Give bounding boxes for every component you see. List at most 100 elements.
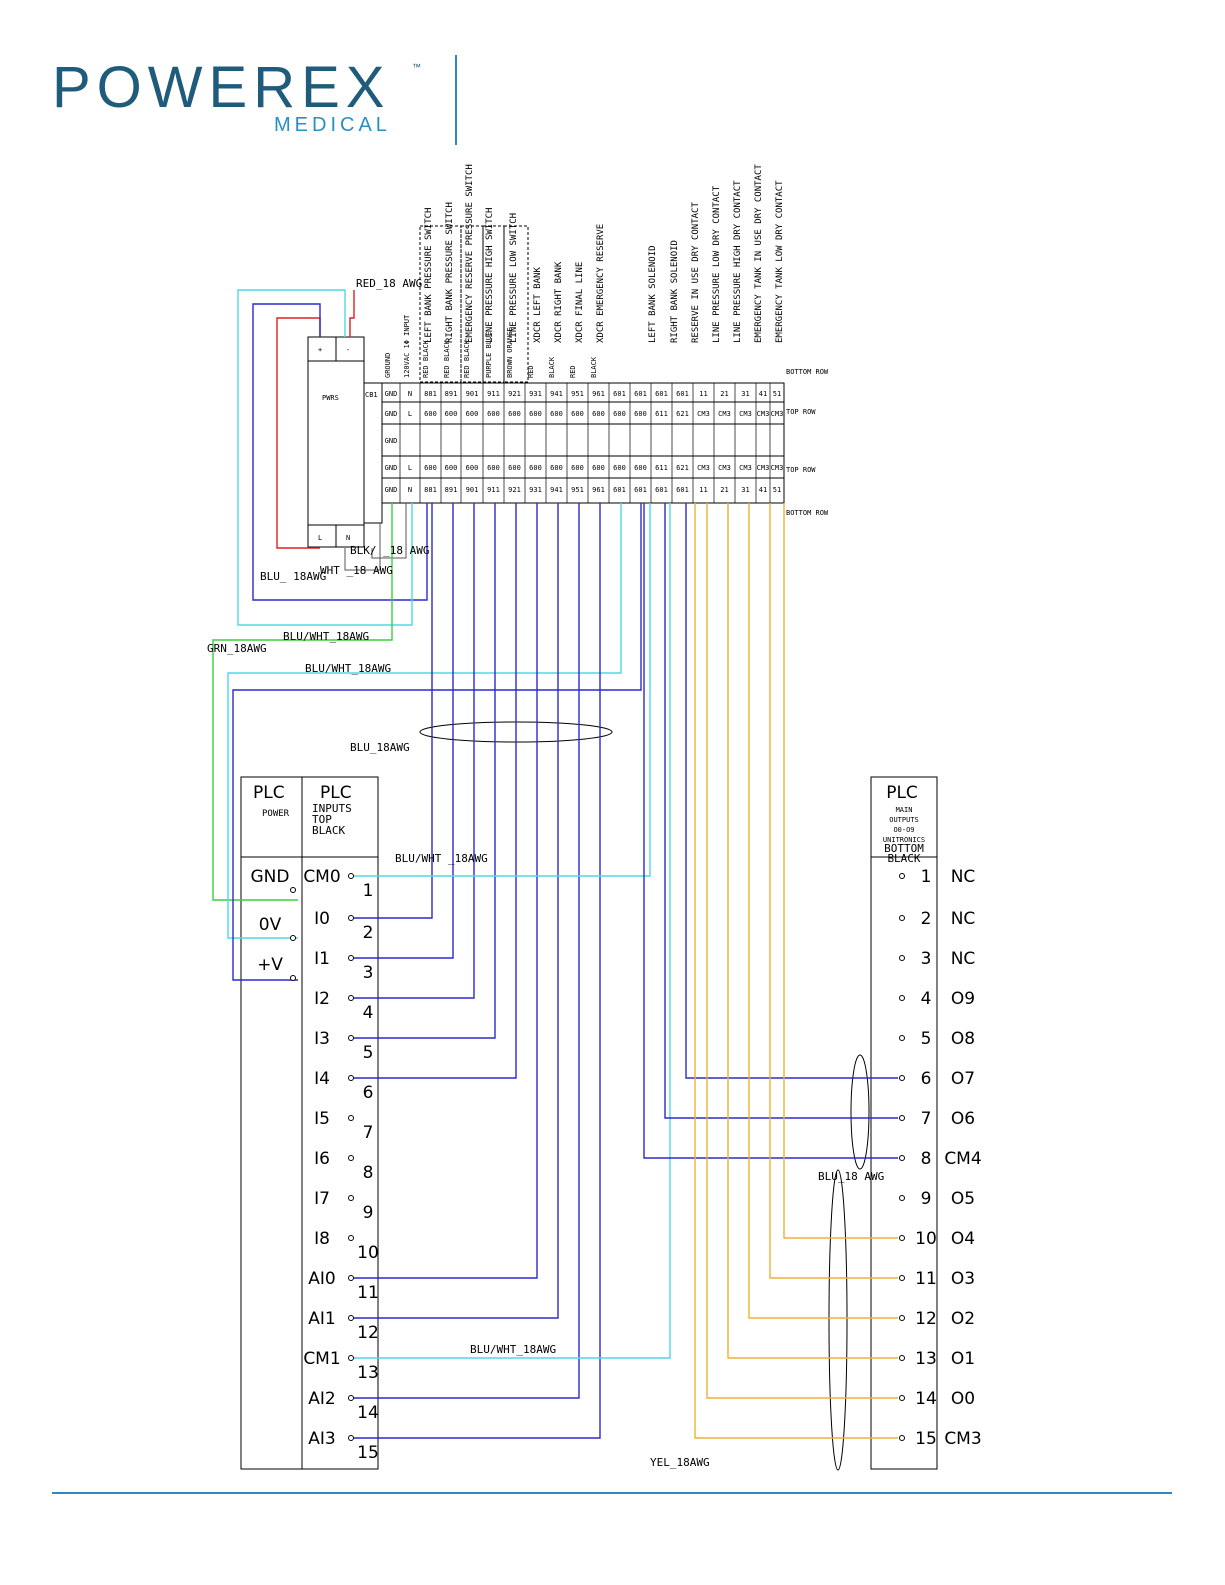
wire-label-blu: BLU_ 18AWG [260,570,326,583]
terminal-vlabel: RED BLACK [463,339,471,378]
terminal-output-label: LEFT BANK SOLENOID [648,245,658,343]
cm1-wire [354,503,671,1359]
terminal-cell: 600 [571,464,584,472]
output-terminal [899,1035,905,1041]
output-terminal [899,1435,905,1441]
terminal-cell: 41 [759,486,767,494]
plc-outputs-sub: O0-O9 [893,826,914,834]
plc-output-name: CM4 [944,1149,981,1169]
terminal-group-label: LEFT BANK PRESSURE SWITCH [424,208,434,343]
plc-output-name: O2 [951,1309,975,1329]
output-terminal [899,995,905,1001]
terminal-cell: 600 [424,464,437,472]
plc-output-num: 12 [915,1309,937,1329]
terminal-cell: CM3 [771,464,784,472]
terminal-output-label: EMERGENCY TANK IN USE DRY CONTACT [754,164,764,343]
terminal-cell: 600 [550,464,563,472]
plc-input-num: 5 [363,1043,374,1063]
terminal-cell: 911 [487,390,500,398]
terminal-cell: 881 [424,486,437,494]
plc-output-num: 11 [915,1269,937,1289]
terminal-cell: 600 [592,464,605,472]
plc-output-name: NC [951,909,976,929]
terminal-cell: 600 [445,464,458,472]
plc-input-num: 1 [363,881,374,901]
terminal-cell: 601 [655,390,668,398]
terminal-cell: CM3 [739,464,752,472]
terminal-cell: 31 [741,390,749,398]
plc-power-title: PLC [253,783,285,803]
output-terminal [899,1075,905,1081]
plc-output-num: 3 [921,949,932,969]
terminal-cell: 600 [529,464,542,472]
output-yellow-wire [748,503,898,1319]
plc-output-name: O8 [951,1029,975,1049]
output-terminal [899,1115,905,1121]
plc-outputs-sub: OUTPUTS [889,816,919,824]
plc-input-pin: CM0 [303,867,340,887]
terminal-cell: 600 [508,410,521,418]
plc-output-num: 7 [921,1109,932,1129]
terminal-cell: CM3 [718,464,731,472]
terminal-cell: 600 [571,410,584,418]
plc-input-num: 9 [363,1203,374,1223]
terminal-cell: 21 [720,486,728,494]
terminal-cell: 881 [424,390,437,398]
input-wire [354,503,496,1039]
terminal-cell: 891 [445,390,458,398]
terminal-block [381,382,785,504]
terminal-cell: 601 [676,390,689,398]
plc-input-num: 6 [363,1083,374,1103]
plc-inputs-sub: TOP [312,813,332,826]
input-wire [354,503,559,1319]
terminal-cell: 600 [550,410,563,418]
terminal-cell: 941 [550,486,563,494]
terminal-cell: GND [385,390,398,398]
output-yellow-wire [694,503,898,1439]
terminal-output-label: RIGHT BANK SOLENOID [670,240,680,343]
plc-input-num: 14 [357,1403,379,1423]
terminal-cell: 931 [529,486,542,494]
pin-terminal [348,915,354,921]
plc-output-name: O3 [951,1269,975,1289]
output-terminal [899,1355,905,1361]
terminal-output-label: LINE PRESSURE HIGH DRY CONTACT [733,180,743,343]
top-row-label: TOP ROW [786,466,816,474]
plc-output-num: 1 [921,867,932,887]
terminal-cell: 621 [676,464,689,472]
plc-output-name: O1 [951,1349,975,1369]
terminal-vlabel: 120VAC 1Φ INPUT [403,314,411,378]
pin-terminal [348,955,354,961]
plc-output-num: 8 [921,1149,932,1169]
terminal-cell: 600 [613,464,626,472]
plc-output-name: O7 [951,1069,975,1089]
plc-inputs-sub: INPUTS [312,802,352,815]
terminal-cell: 601 [634,390,647,398]
plc-output-num: 13 [915,1349,937,1369]
pwrs-minus: - [346,346,350,354]
pwrs-box [307,336,365,548]
pin-terminal [348,1115,354,1121]
plc-input-num: 2 [363,923,374,943]
logo-tm: ™ [412,62,421,72]
wire-label-yel: YEL_18AWG [650,1456,710,1469]
cyan-wire [227,503,622,939]
terminal-cell: 600 [487,410,500,418]
terminal-cell: 921 [508,390,521,398]
wire-label-bluwht: BLU/WHT _18AWG [395,852,488,865]
input-wire [354,503,538,1279]
terminal-cell: 601 [613,486,626,494]
plc-input-module [240,776,379,1470]
plc-labels: CM01I02I13I24I35I46I57I68I79I810AI011AI1… [207,277,982,1469]
wire-label-blu-bundle: BLU_18AWG [350,741,410,754]
terminal-cell: 601 [613,390,626,398]
terminal-vlabel: RED BLACK [422,339,430,378]
terminal-cell: 11 [699,390,707,398]
plc-input-pin: I6 [314,1149,330,1169]
cm0-wire [354,503,651,877]
plc-input-pin: CM1 [303,1349,340,1369]
plc-input-pin: AI1 [308,1309,335,1329]
plc-output-num: 5 [921,1029,932,1049]
cyan-wire [237,289,413,626]
